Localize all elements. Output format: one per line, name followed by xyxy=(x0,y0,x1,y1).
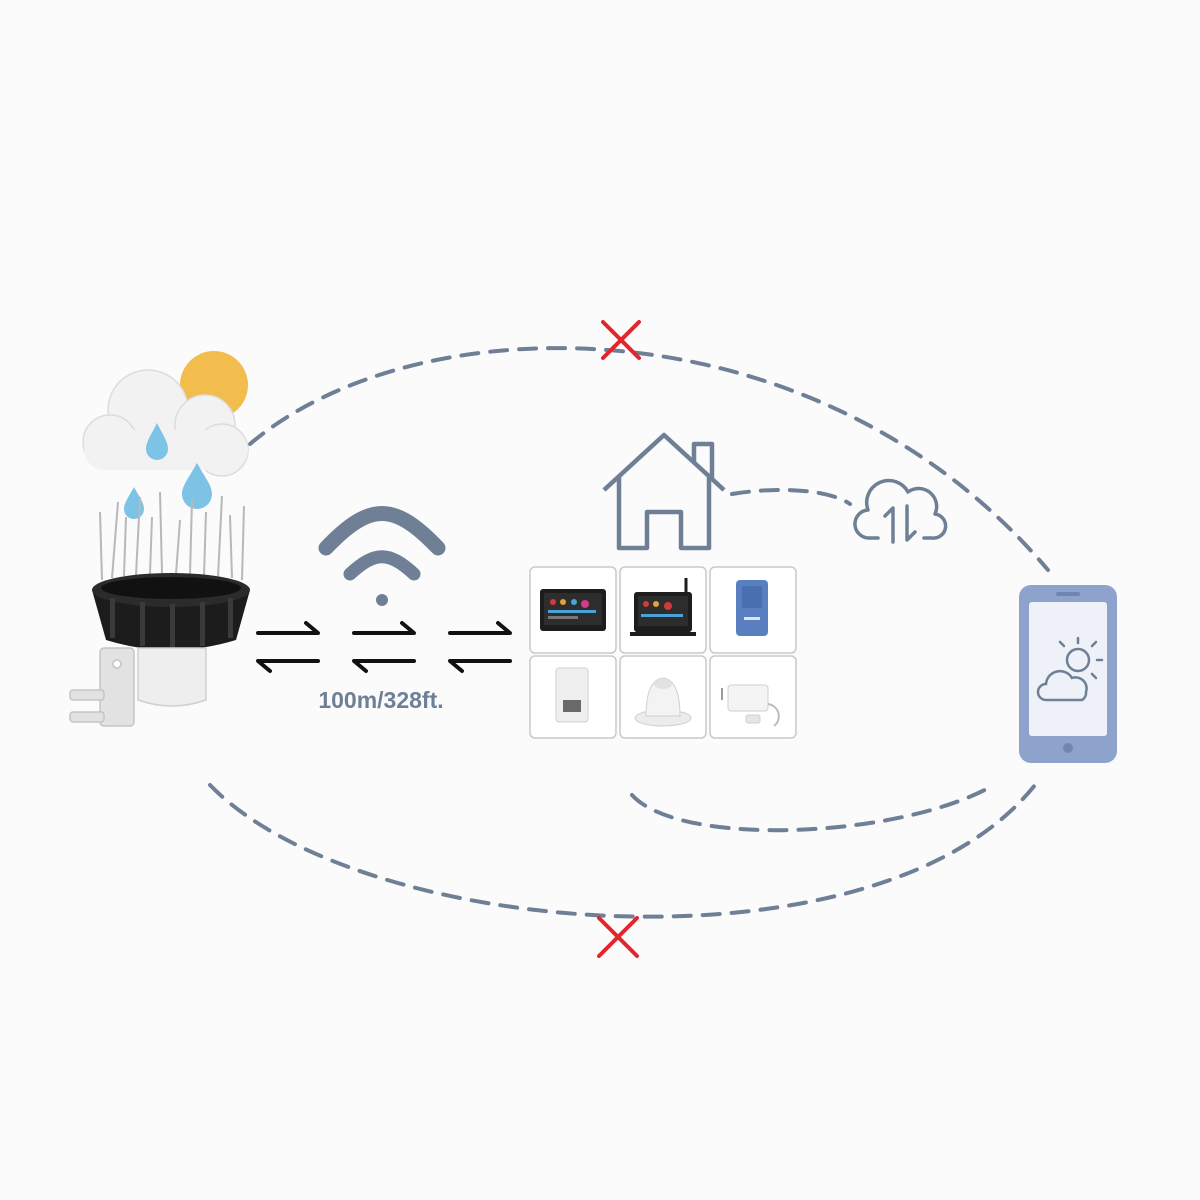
receiver-tile-wifi-gateway xyxy=(709,566,797,654)
hub-to-phone-link xyxy=(630,784,994,833)
top-blocked-icon xyxy=(601,320,641,360)
bidirectional-arrow-icon xyxy=(352,621,416,673)
receiver-tile-usb-gateway xyxy=(709,655,797,739)
rain-drop-icon xyxy=(182,463,212,509)
transfer-arrows xyxy=(256,621,512,673)
funnel-ribs xyxy=(110,598,233,650)
smartphone-icon xyxy=(1019,585,1117,763)
bird-spikes xyxy=(99,491,245,581)
receiver-tile-display-console xyxy=(529,566,617,654)
rain-drop-icon xyxy=(124,487,144,519)
house-to-cloud-link xyxy=(730,487,852,506)
rain-drop-icon xyxy=(146,423,168,460)
bottom-blocked-icon xyxy=(597,916,639,958)
bidirectional-arrow-icon xyxy=(448,621,512,673)
connection-lines xyxy=(208,346,1050,919)
bidirectional-arrow-icon xyxy=(256,621,320,673)
gauge-body xyxy=(137,647,207,707)
bottom-arc-link xyxy=(208,783,1037,919)
receiver-grid xyxy=(529,566,797,739)
receiver-tile-display-antenna xyxy=(619,566,707,654)
receiver-tile-indoor-sensor xyxy=(529,655,617,739)
mounting-bracket xyxy=(69,647,135,727)
wifi-icon xyxy=(318,506,446,606)
cloud-upload-download-icon xyxy=(853,478,948,544)
receiver-tile-round-sensor xyxy=(619,655,707,739)
top-arc-link xyxy=(248,346,1050,572)
house-icon xyxy=(602,432,726,551)
rain-gauge-sensor xyxy=(69,491,250,727)
partly-cloudy-icon xyxy=(1036,636,1104,702)
cloud-sun-rain-icon xyxy=(82,351,249,519)
range-label: 100m/328ft. xyxy=(318,687,443,713)
